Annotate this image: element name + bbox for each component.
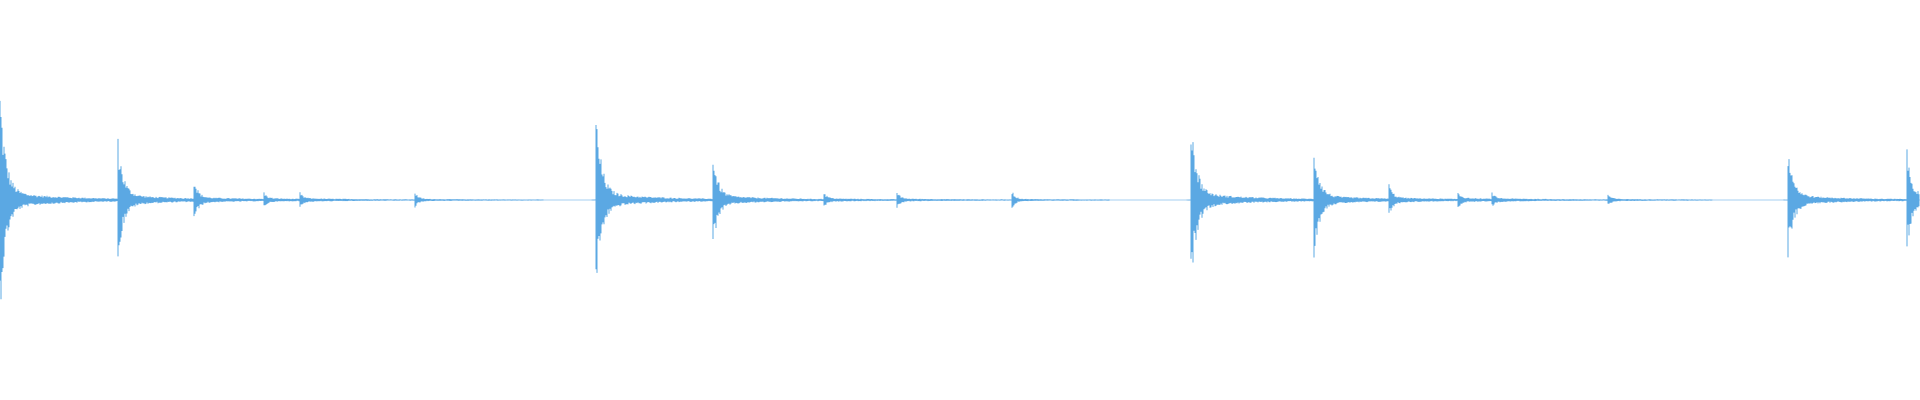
waveform-trace — [0, 100, 1920, 300]
